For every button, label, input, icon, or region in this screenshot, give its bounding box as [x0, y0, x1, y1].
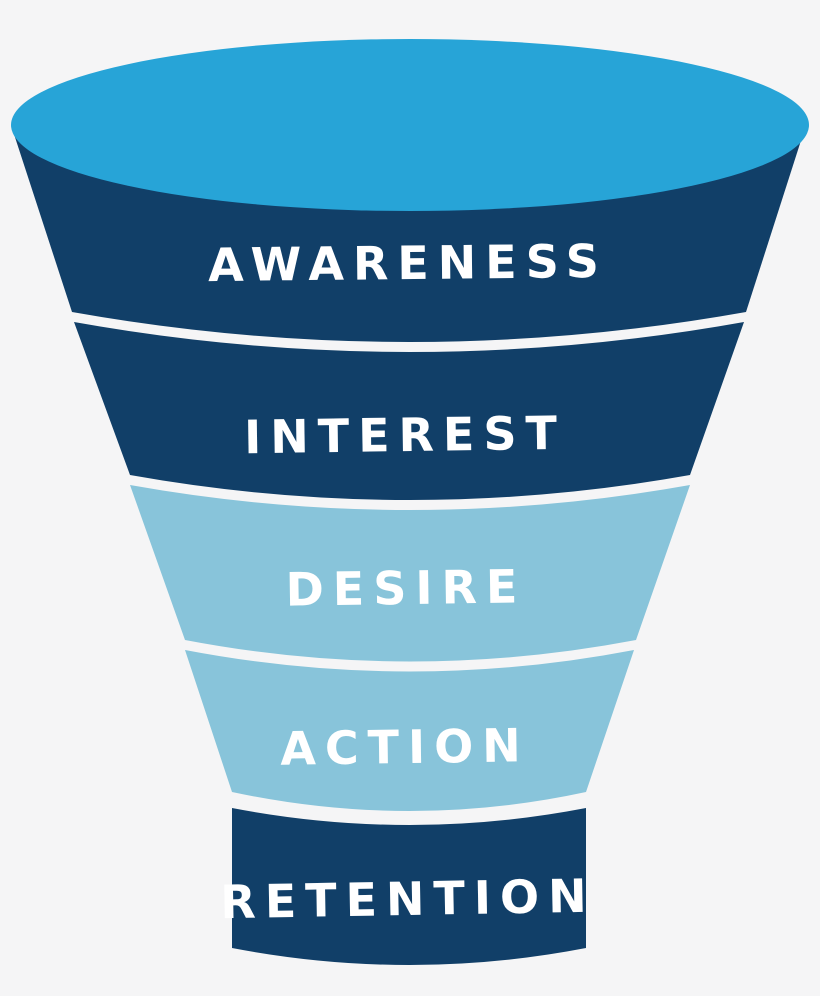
stage-label-retention: RETENTION — [220, 869, 596, 930]
funnel-stage-action: ACTION — [185, 650, 634, 811]
stage-label-desire: DESIRE — [285, 559, 526, 616]
stage-shape-action — [185, 650, 634, 811]
stage-label-interest: INTEREST — [244, 406, 566, 464]
stage-shape-retention — [232, 808, 586, 965]
funnel-stage-interest: INTEREST — [74, 322, 744, 500]
stage-label-awareness: AWARENESS — [208, 234, 608, 292]
funnel-top-opening — [11, 39, 809, 211]
funnel-stage-desire: DESIRE — [130, 485, 690, 662]
stage-shape-interest — [74, 322, 744, 500]
funnel-stage-retention: RETENTION — [220, 808, 596, 965]
stage-shape-desire — [130, 485, 690, 662]
stage-label-action: ACTION — [280, 718, 530, 775]
